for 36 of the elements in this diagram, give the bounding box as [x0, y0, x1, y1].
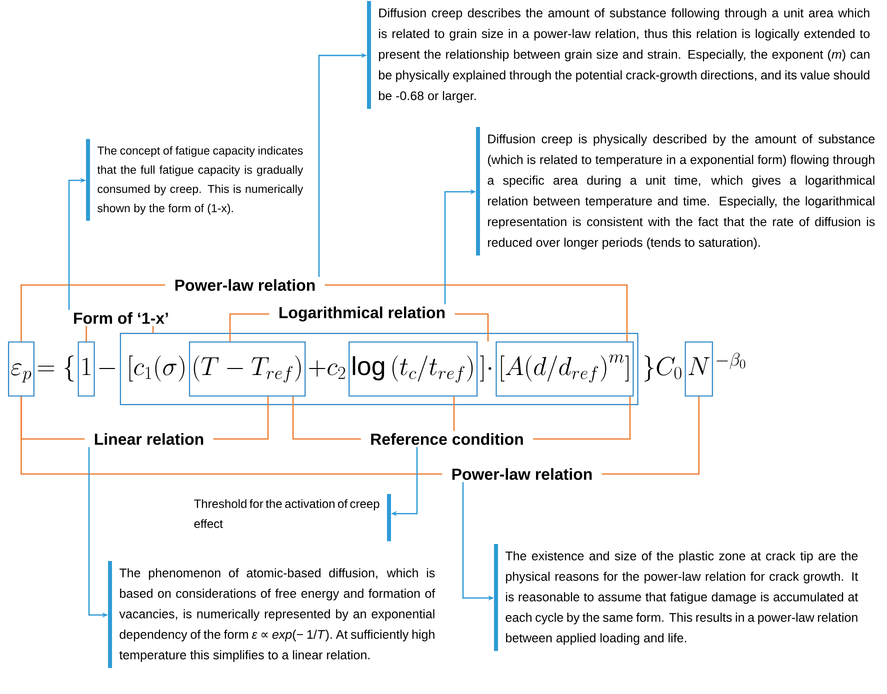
equation-symbol: $\Big]\cdot$ — [480, 356, 492, 382]
annotation-text: The concept of fatigue capacity indicates that the full fatigue capacity is gradually consumed by creep. This is numerically shown by the form of (1-x). — [86, 139, 304, 221]
equation-symbol: $\Big[c_1(\sigma)$ — [129, 356, 184, 382]
annotation-text: Threshold for the activation of creep effect — [194, 494, 391, 542]
term-box: $\log\Big(t_c/t_{ref}\Big)$ — [348, 341, 478, 397]
leader-line — [324, 284, 628, 342]
leader-line — [20, 284, 166, 342]
equation-symbol: $=\Big\{$ — [38, 356, 74, 382]
relation-label: Reference condition — [371, 433, 523, 445]
bracket-term-box — [120, 332, 638, 406]
relation-label: Logarithmical relation — [280, 306, 445, 322]
term-box: $N$ — [684, 341, 713, 397]
leader-line — [533, 396, 631, 440]
leader-line — [602, 396, 700, 475]
term-box: $\varepsilon_p$ — [8, 341, 34, 397]
leader-line — [152, 326, 154, 333]
annotation-text: Diffusion creep is physically described by the amount of substance (which is related to temperature in a exponential form) flowing through a specific area during a unit time, which gives a logarithmical relation between temperature and time. Especially, the logarithmical representation is consistent with the fact that the rate of diffusion is reduced over longer periods (tends to saturation). — [476, 127, 875, 256]
annotation-text: The phenomenon of atomic-based diffusion, which is based on considerations of free energy and formation of vacancies, is numerically represented by an exponential dependency of the form ε ∝ exp(− 1/T). At sufficiently high temperature this simplifies to a linear relation. — [108, 561, 436, 668]
leader-line — [229, 313, 270, 342]
annotation-text: Diffusion creep describes the amount of substance following through a unit area which is related to grain size in a power-law relation, thus this relation is logically extended to present the relationship between grain size and strain. Especially, the exponent (m) can be physically explained through the potential crack-growth directions, and its value should be -0.68 or larger. — [367, 1, 870, 109]
leader-line — [292, 396, 361, 440]
leader-line — [20, 396, 442, 475]
term-box: $1$ — [78, 341, 95, 397]
relation-label: Power-law relation — [452, 468, 592, 480]
relation-label: Linear relation — [94, 433, 204, 445]
leader-line — [86, 326, 87, 342]
relation-label: Power-law relation — [175, 279, 315, 291]
relation-label: Form of ‘1-x’ — [74, 312, 168, 324]
annotation-text: The existence and size of the plastic zone at crack tip are the physical reasons for the power-law relation for crack growth. It is reasonable to assume that fatigue damage is accumulated at each cycle by the same form. This results in a power-law relation between applied loading and life. — [494, 544, 858, 652]
leader-line — [453, 396, 455, 431]
term-box: $\Big[A\Big(d/d_{ref}\Big)^{m}\Big]$ — [496, 341, 634, 397]
leader-line — [213, 396, 269, 440]
equation-symbol: $+c_2$ — [309, 360, 346, 379]
equation-symbol: $\Big\}C_0$ — [644, 356, 682, 382]
leader-line — [454, 313, 489, 342]
term-box: $\Big(T-T_{ref}\Big)$ — [188, 341, 306, 397]
